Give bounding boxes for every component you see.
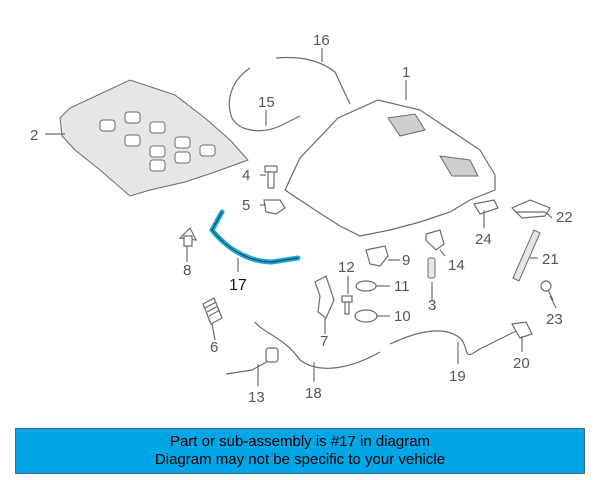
part-20-cable-clip[interactable] bbox=[511, 321, 533, 339]
part-12-bolt[interactable] bbox=[341, 295, 353, 315]
part-13-release-handle[interactable] bbox=[225, 347, 279, 375]
callout-17: 17 bbox=[229, 277, 247, 294]
callout-20: 20 bbox=[513, 355, 530, 372]
part-4-bolt[interactable] bbox=[264, 165, 278, 189]
callout-3: 3 bbox=[428, 297, 436, 314]
part-1-hood[interactable] bbox=[284, 99, 496, 237]
callout-14: 14 bbox=[448, 257, 465, 274]
part-21-gas-strut[interactable] bbox=[512, 229, 541, 282]
part-10-cap[interactable] bbox=[354, 309, 378, 323]
part-5-nut[interactable] bbox=[263, 199, 286, 215]
callout-16: 16 bbox=[313, 32, 330, 49]
part-6-bumper[interactable] bbox=[202, 297, 223, 325]
callout-10: 10 bbox=[394, 308, 411, 325]
callout-6: 6 bbox=[210, 339, 218, 356]
callout-19: 19 bbox=[449, 368, 466, 385]
callout-21: 21 bbox=[542, 251, 559, 268]
callout-1: 1 bbox=[402, 64, 410, 81]
part-14-bracket[interactable] bbox=[425, 229, 445, 251]
callout-2: 2 bbox=[30, 127, 38, 144]
part-22-hood-latch[interactable] bbox=[510, 199, 551, 219]
callout-12: 12 bbox=[338, 259, 355, 276]
callout-18: 18 bbox=[305, 385, 322, 402]
part-19-release-cable[interactable] bbox=[389, 329, 519, 356]
callout-8: 8 bbox=[183, 262, 191, 279]
banner-line-2: Diagram may not be specific to your vehi… bbox=[154, 451, 446, 468]
part-17-highlighted-part[interactable] bbox=[208, 209, 301, 265]
leader-lines bbox=[45, 48, 557, 386]
part-15-seal[interactable] bbox=[228, 67, 301, 132]
callout-22: 22 bbox=[556, 209, 573, 226]
callout-13: 13 bbox=[248, 389, 265, 406]
info-banner: Part or sub-assembly is #17 in diagram D… bbox=[15, 428, 585, 474]
part-16-seal[interactable] bbox=[275, 56, 351, 105]
callout-5: 5 bbox=[242, 197, 250, 214]
callout-24: 24 bbox=[475, 231, 492, 248]
part-7-bracket[interactable] bbox=[314, 275, 335, 319]
callout-11: 11 bbox=[394, 278, 410, 295]
part-18-release-cable[interactable] bbox=[254, 321, 381, 369]
banner-line-1: Part or sub-assembly is #17 in diagram bbox=[169, 433, 431, 450]
callout-7: 7 bbox=[320, 333, 328, 350]
parts-diagram: 1 2 3 4 5 6 7 8 9 10 11 12 13 14 15 16 1… bbox=[30, 32, 573, 406]
part-3-pin[interactable] bbox=[427, 257, 436, 279]
part-24-clip[interactable] bbox=[473, 199, 499, 215]
callout-15: 15 bbox=[258, 94, 275, 111]
part-9-clip[interactable] bbox=[365, 245, 389, 267]
part-8-buffer[interactable] bbox=[178, 226, 198, 247]
part-11-grommet[interactable] bbox=[355, 280, 377, 292]
part-23-bolt[interactable] bbox=[540, 280, 554, 301]
callout-9: 9 bbox=[402, 252, 410, 269]
part-2-insulation-pad[interactable] bbox=[59, 79, 249, 197]
callout-4: 4 bbox=[242, 167, 250, 184]
callout-23: 23 bbox=[546, 311, 563, 328]
part-17-outline bbox=[211, 211, 299, 263]
